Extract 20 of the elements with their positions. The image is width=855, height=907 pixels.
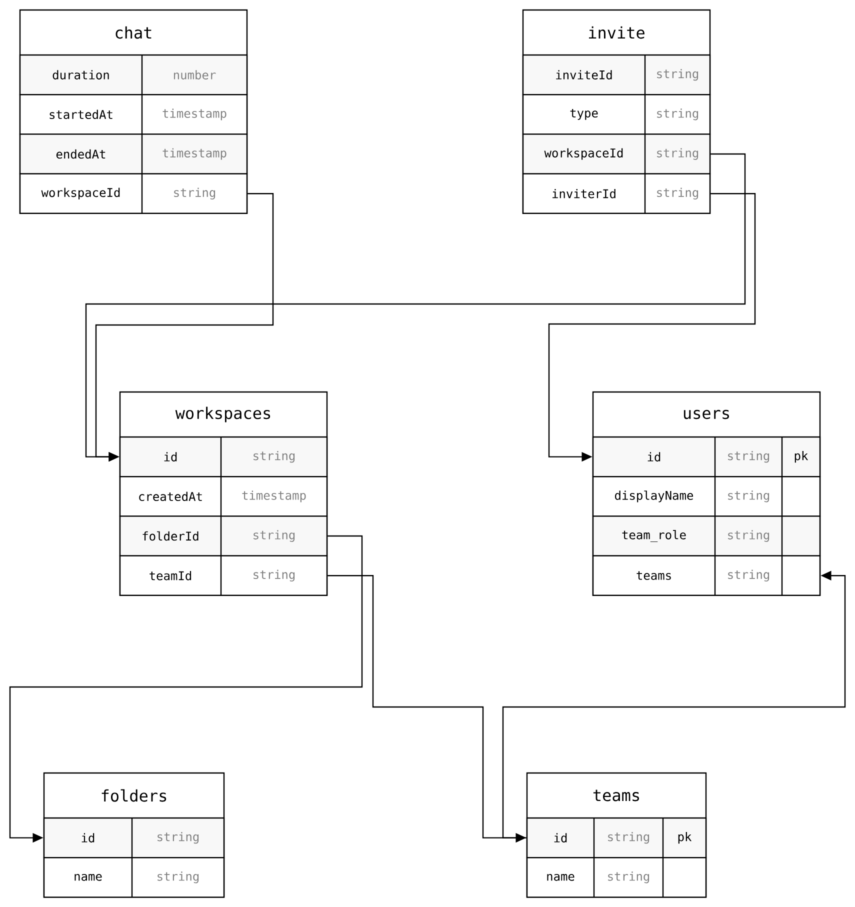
table-row: inviterId string (522, 173, 711, 214)
table-row: teams string (592, 555, 821, 596)
table-row: id string pk (526, 817, 707, 858)
table-row: folderId string (119, 516, 328, 556)
table-row: team_role string (592, 516, 821, 556)
table-row: name string (526, 857, 707, 898)
table-row: type string (522, 94, 711, 135)
table-row: id string pk (592, 436, 821, 478)
table-row: workspaceId string (19, 173, 248, 214)
table-row: name string (43, 857, 225, 898)
table-row: createdAt timestamp (119, 476, 328, 517)
table-row: endedAt timestamp (19, 134, 248, 174)
table-row: id string (43, 817, 225, 858)
table-row: id string (119, 436, 328, 478)
table-row: workspaceId string (522, 134, 711, 174)
table-row: displayName string (592, 476, 821, 517)
table-row: startedAt timestamp (19, 94, 248, 135)
table-row: teamId string (119, 555, 328, 596)
table-row: duration number (19, 54, 248, 96)
table-row: inviteId string (522, 54, 711, 96)
